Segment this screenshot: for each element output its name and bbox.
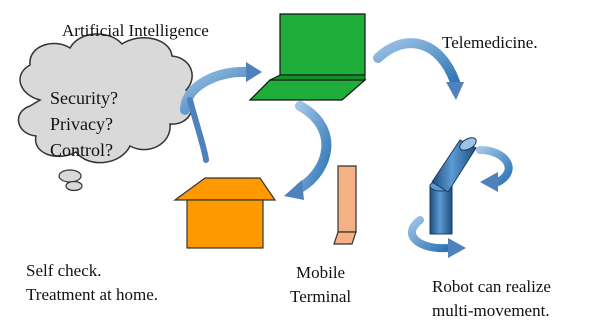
house-icon xyxy=(173,177,277,249)
laptop-icon xyxy=(248,13,367,101)
label-telemedicine: Telemedicine. xyxy=(442,33,538,52)
cloud-line-security: Security? xyxy=(50,88,118,108)
label-artificial-intelligence: Artificial Intelligence xyxy=(62,21,209,40)
arrow-robot-rotate-base xyxy=(408,216,466,258)
label-treatment-at-home: Treatment at home. xyxy=(26,285,158,304)
arrow-robot-rotate-right xyxy=(476,146,513,192)
label-mobile: Mobile xyxy=(296,263,345,282)
arrow-laptop-to-home xyxy=(284,101,332,200)
arrow-cloud-to-laptop xyxy=(180,62,262,163)
label-multi-movement: multi-movement. xyxy=(432,301,550,320)
thought-cloud-icon xyxy=(17,33,194,192)
mobile-terminal-icon xyxy=(333,165,357,245)
label-robot-can-realize: Robot can realize xyxy=(432,277,551,296)
cloud-line-privacy: Privacy? xyxy=(50,114,113,134)
arrow-laptop-to-telemedicine xyxy=(373,38,464,100)
label-terminal: Terminal xyxy=(290,287,351,306)
robot-arm-icon xyxy=(429,137,477,235)
cloud-line-control: Control? xyxy=(50,140,113,160)
label-self-check: Self check. xyxy=(26,261,102,280)
